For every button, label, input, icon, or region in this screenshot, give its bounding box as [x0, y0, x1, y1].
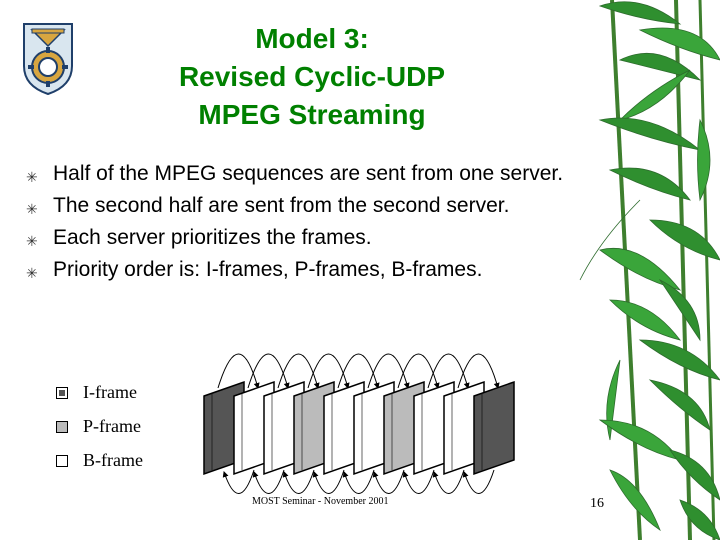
reference-arrow-bottom	[252, 469, 285, 494]
bullet-text: The second half are sent from the second…	[53, 194, 510, 217]
reference-arrow-top	[217, 353, 260, 389]
reference-arrow-top	[427, 353, 470, 389]
reference-arrow-top	[337, 353, 380, 389]
reference-arrow-bottom	[432, 469, 465, 494]
bullet-text: Half of the MPEG sequences are sent from…	[53, 162, 564, 185]
reference-arrow-top	[277, 353, 320, 389]
p-frame-swatch	[56, 421, 68, 433]
title-line-3: MPEG Streaming	[198, 99, 426, 130]
reference-arrow-top	[367, 353, 410, 389]
frame-sequence-diagram	[203, 353, 515, 494]
page-number: 16	[590, 496, 604, 511]
reference-arrow-bottom	[342, 469, 375, 494]
reference-arrow-top	[307, 353, 350, 389]
i-frame-shape	[473, 380, 515, 476]
reference-arrow-bottom	[462, 469, 495, 494]
reference-arrow-bottom	[222, 469, 255, 494]
asterisk-bullet-icon: ✳	[26, 265, 38, 281]
title-line-1: Model 3:	[255, 23, 369, 54]
asterisk-bullet-icon: ✳	[26, 169, 38, 185]
asterisk-bullet-icon: ✳	[26, 201, 38, 217]
bullet-item: ✳ Each server prioritizes the frames.	[26, 224, 586, 251]
reference-arrow-bottom	[372, 469, 405, 494]
reference-arrow-bottom	[312, 469, 345, 494]
reference-arrow-top	[457, 353, 500, 389]
asterisk-bullet-icon: ✳	[26, 233, 38, 249]
title-line-2: Revised Cyclic-UDP	[178, 61, 446, 92]
i-frame-swatch	[56, 387, 68, 399]
footer-text: MOST Seminar - November 2001	[252, 496, 389, 507]
reference-arrow-bottom	[402, 469, 435, 494]
bullet-item: ✳ The second half are sent from the seco…	[26, 192, 586, 219]
b-frame-swatch	[56, 455, 68, 467]
technion-logo	[23, 23, 73, 96]
legend-label: P-frame	[83, 416, 141, 436]
bullet-item: ✳ Half of the MPEG sequences are sent fr…	[26, 160, 586, 187]
reference-arrow-bottom	[282, 469, 315, 494]
bullet-item: ✳ Priority order is: I-frames, P-frames,…	[26, 256, 586, 283]
slide-title: Model 3: Revised Cyclic-UDP MPEG Streami…	[120, 20, 504, 134]
bullet-text: Each server prioritizes the frames.	[53, 226, 372, 249]
legend-label: B-frame	[83, 450, 143, 470]
bullet-text: Priority order is: I-frames, P-frames, B…	[53, 258, 483, 281]
reference-arrow-top	[247, 353, 290, 389]
reference-arrow-top	[397, 353, 440, 389]
legend-label: I-frame	[83, 382, 137, 402]
bullet-list: ✳ Half of the MPEG sequences are sent fr…	[26, 160, 586, 288]
